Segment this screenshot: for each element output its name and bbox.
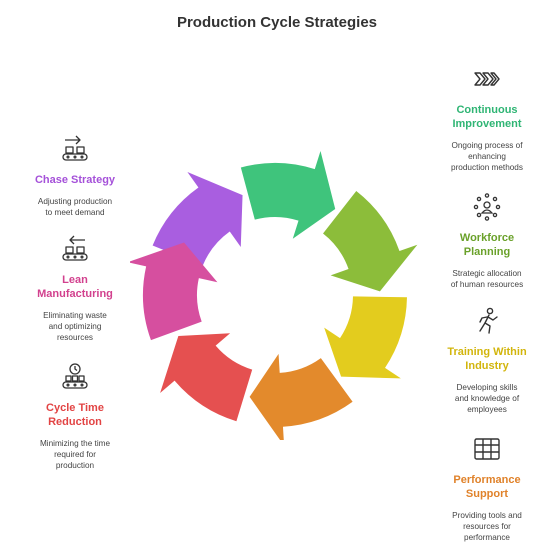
- cycle-wheel: [130, 151, 418, 440]
- label-line: Training Within: [447, 346, 527, 358]
- label-line: Workforce: [459, 232, 515, 244]
- desc-line: Adjusting production: [37, 197, 113, 206]
- item-continuous-improvement: Continuous Improvement Ongoing process o…: [432, 64, 542, 173]
- wheel-segment-orange: [249, 353, 353, 440]
- label-line: Continuous: [456, 104, 518, 116]
- wheel-segment-pink: [130, 242, 218, 341]
- desc-line: to meet demand: [45, 208, 105, 217]
- running-person-icon: [472, 306, 502, 336]
- desc-line: Minimizing the time: [39, 439, 111, 448]
- wheel-segment-red: [160, 333, 253, 422]
- label-line: Manufacturing: [37, 288, 113, 300]
- conveyor-clock-icon: [60, 362, 90, 392]
- desc-line: and optimizing: [48, 322, 102, 331]
- item-description: Adjusting production to meet demand: [20, 196, 130, 218]
- item-label: Lean Manufacturing: [20, 273, 130, 301]
- item-label: Continuous Improvement: [432, 103, 542, 131]
- desc-line: production: [55, 461, 95, 470]
- label-line: Cycle Time: [46, 402, 104, 414]
- item-description: Developing skills and knowledge of emplo…: [426, 382, 548, 415]
- item-performance-support: Performance Support Providing tools and …: [432, 434, 542, 543]
- wheel-segment-lime: [323, 190, 418, 292]
- desc-line: of human resources: [450, 280, 524, 289]
- chevrons-right-icon: [472, 64, 502, 94]
- table-grid-icon: [472, 434, 502, 464]
- label-line: Performance: [453, 474, 521, 486]
- desc-line: employees: [467, 405, 507, 414]
- item-description: Strategic allocation of human resources: [432, 268, 542, 290]
- item-workforce-planning: Workforce Planning Strategic allocation …: [432, 192, 542, 290]
- label-line: Industry: [465, 360, 509, 372]
- item-description: Eliminating waste and optimizing resourc…: [20, 310, 130, 343]
- label-line: Reduction: [48, 416, 102, 428]
- item-label: Training Within Industry: [426, 345, 548, 373]
- desc-line: required for: [54, 450, 96, 459]
- wheel-segment-yellow: [324, 296, 407, 379]
- conveyor-arrow-left-icon: [60, 234, 90, 264]
- desc-line: Strategic allocation: [452, 269, 522, 278]
- item-lean-manufacturing: Lean Manufacturing Eliminating waste and…: [20, 234, 130, 343]
- desc-line: Ongoing process of: [451, 141, 523, 150]
- item-label: Workforce Planning: [432, 231, 542, 259]
- wheel-segment-green: [240, 151, 336, 239]
- desc-line: performance: [464, 533, 510, 542]
- desc-line: and knowledge of: [454, 394, 520, 403]
- wheel-segment-purple: [152, 172, 243, 266]
- desc-line: production methods: [451, 163, 523, 172]
- label-line: Improvement: [452, 118, 522, 130]
- desc-line: Eliminating waste: [43, 311, 107, 320]
- item-label: Chase Strategy: [20, 173, 130, 187]
- label-line: Planning: [463, 246, 511, 258]
- item-description: Ongoing process of enhancing production …: [432, 140, 542, 173]
- team-circle-icon: [472, 192, 502, 222]
- item-label: Performance Support: [432, 473, 542, 501]
- item-description: Providing tools and resources for perfor…: [432, 510, 542, 543]
- diagram-title: Production Cycle Strategies: [176, 14, 378, 31]
- desc-line: Providing tools and: [452, 511, 522, 520]
- item-label: Cycle Time Reduction: [15, 401, 135, 429]
- conveyor-arrow-right-icon: [60, 134, 90, 164]
- item-chase-strategy: Chase Strategy Adjusting production to m…: [20, 134, 130, 218]
- desc-line: resources: [57, 333, 93, 342]
- desc-line: Developing skills: [456, 383, 518, 392]
- item-cycle-time-reduction: Cycle Time Reduction Minimizing the time…: [15, 362, 135, 471]
- item-training-within-industry: Training Within Industry Developing skil…: [426, 306, 548, 415]
- desc-line: resources for: [463, 522, 511, 531]
- label-line: Lean: [62, 274, 88, 286]
- desc-line: enhancing: [468, 152, 506, 161]
- label-line: Support: [465, 488, 509, 500]
- item-description: Minimizing the time required for product…: [15, 438, 135, 471]
- label-line: Chase Strategy: [34, 174, 116, 186]
